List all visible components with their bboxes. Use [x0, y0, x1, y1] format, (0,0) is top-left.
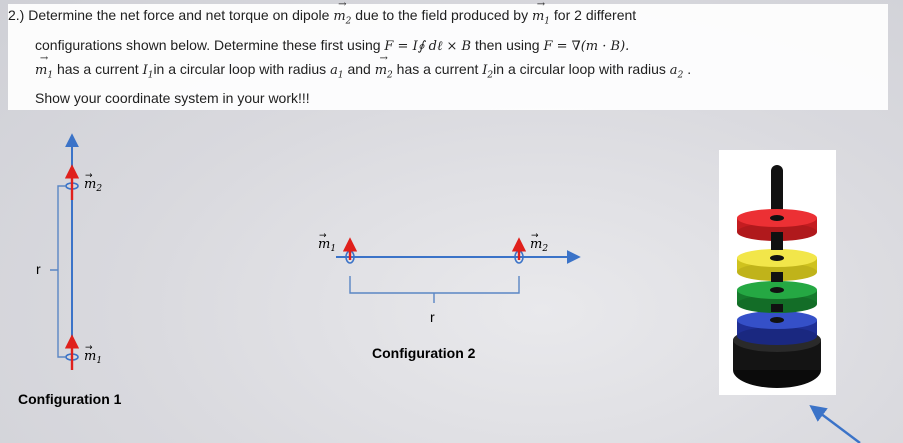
config2-distance-label: r [430, 309, 435, 325]
config1-label-m1-vector-arrow: → [85, 343, 93, 353]
formula-gradient-force: F = ∇(m · B). [543, 38, 630, 54]
config2-caption: Configuration 2 [372, 345, 476, 361]
symbol-m1: m1 [35, 47, 53, 88]
symbol-a2: a2 [669, 62, 684, 81]
magnet-rod-segment [771, 272, 783, 282]
symbol-I1: I1 [142, 62, 154, 81]
configuration-1-diagram: m2 → m1 → r Configuration 1 [18, 133, 122, 407]
config2-distance-bracket [349, 276, 520, 303]
problem-line-1: 2.) Determine the net force and net torq… [8, 0, 888, 34]
text-segment: Determine the net force and net torque o… [28, 7, 330, 23]
pointer-arrow [809, 404, 861, 443]
config2-label-m1: m1 [318, 237, 336, 254]
problem-number: 2.) [8, 7, 25, 23]
magnet-rod-segment [771, 304, 783, 312]
problem-line-4: Show your coordinate system in your work… [35, 90, 310, 107]
magnet-ring-green-hole [770, 287, 784, 293]
text-segment: . [687, 60, 692, 77]
config1-distance-bracket [50, 185, 66, 358]
problem-line-3: m1 has a current I1in a circular loop wi… [8, 47, 888, 88]
config2-label-m2: m2 [530, 237, 548, 254]
text-segment: then using [474, 36, 540, 53]
text-segment: in a circular loop with radius [153, 60, 327, 77]
symbol-m2: m2 [375, 47, 393, 88]
config1-distance-label: r [36, 261, 41, 277]
config2-label-m2-vector-arrow: → [531, 231, 539, 241]
magnet-ring-red-hole [770, 215, 784, 221]
symbol-I2: I2 [482, 62, 494, 81]
problem-line-2: configurations shown below. Determine th… [8, 34, 888, 58]
text-segment: in a circular loop with radius [493, 60, 666, 77]
magnet-ring-yellow-hole [770, 255, 784, 261]
magnet-ring-blue-bottom [737, 327, 817, 345]
text-segment: and [347, 60, 371, 77]
problem-statement: 2.) Determine the net force and net torq… [8, 0, 888, 111]
formula-biot-force: F = I∮ dℓ × B [384, 38, 472, 54]
symbol-m1: m1 [532, 0, 550, 34]
text-segment: has a current [56, 60, 139, 77]
config2-label-m1-vector-arrow: → [319, 231, 327, 241]
config1-label-m2: m2 [84, 177, 102, 194]
configuration-2-diagram: m1 → m2 → r Configuration 2 [318, 231, 581, 361]
text-segment: has a current [396, 60, 479, 77]
magnet-stack-photo [719, 150, 836, 395]
config1-caption: Configuration 1 [18, 391, 122, 407]
magnet-rod-segment [771, 232, 783, 250]
text-segment: for 2 different [553, 7, 637, 23]
symbol-m2: m2 [333, 0, 351, 34]
config1-label-m1: m1 [84, 349, 102, 366]
text-segment: due to the field produced by [355, 7, 529, 23]
magnet-ring-blue-hole [770, 317, 784, 323]
symbol-a1: a1 [330, 62, 344, 81]
text-segment: configurations shown below. Determine th… [35, 36, 381, 53]
config1-label-m2-vector-arrow: → [85, 171, 93, 181]
